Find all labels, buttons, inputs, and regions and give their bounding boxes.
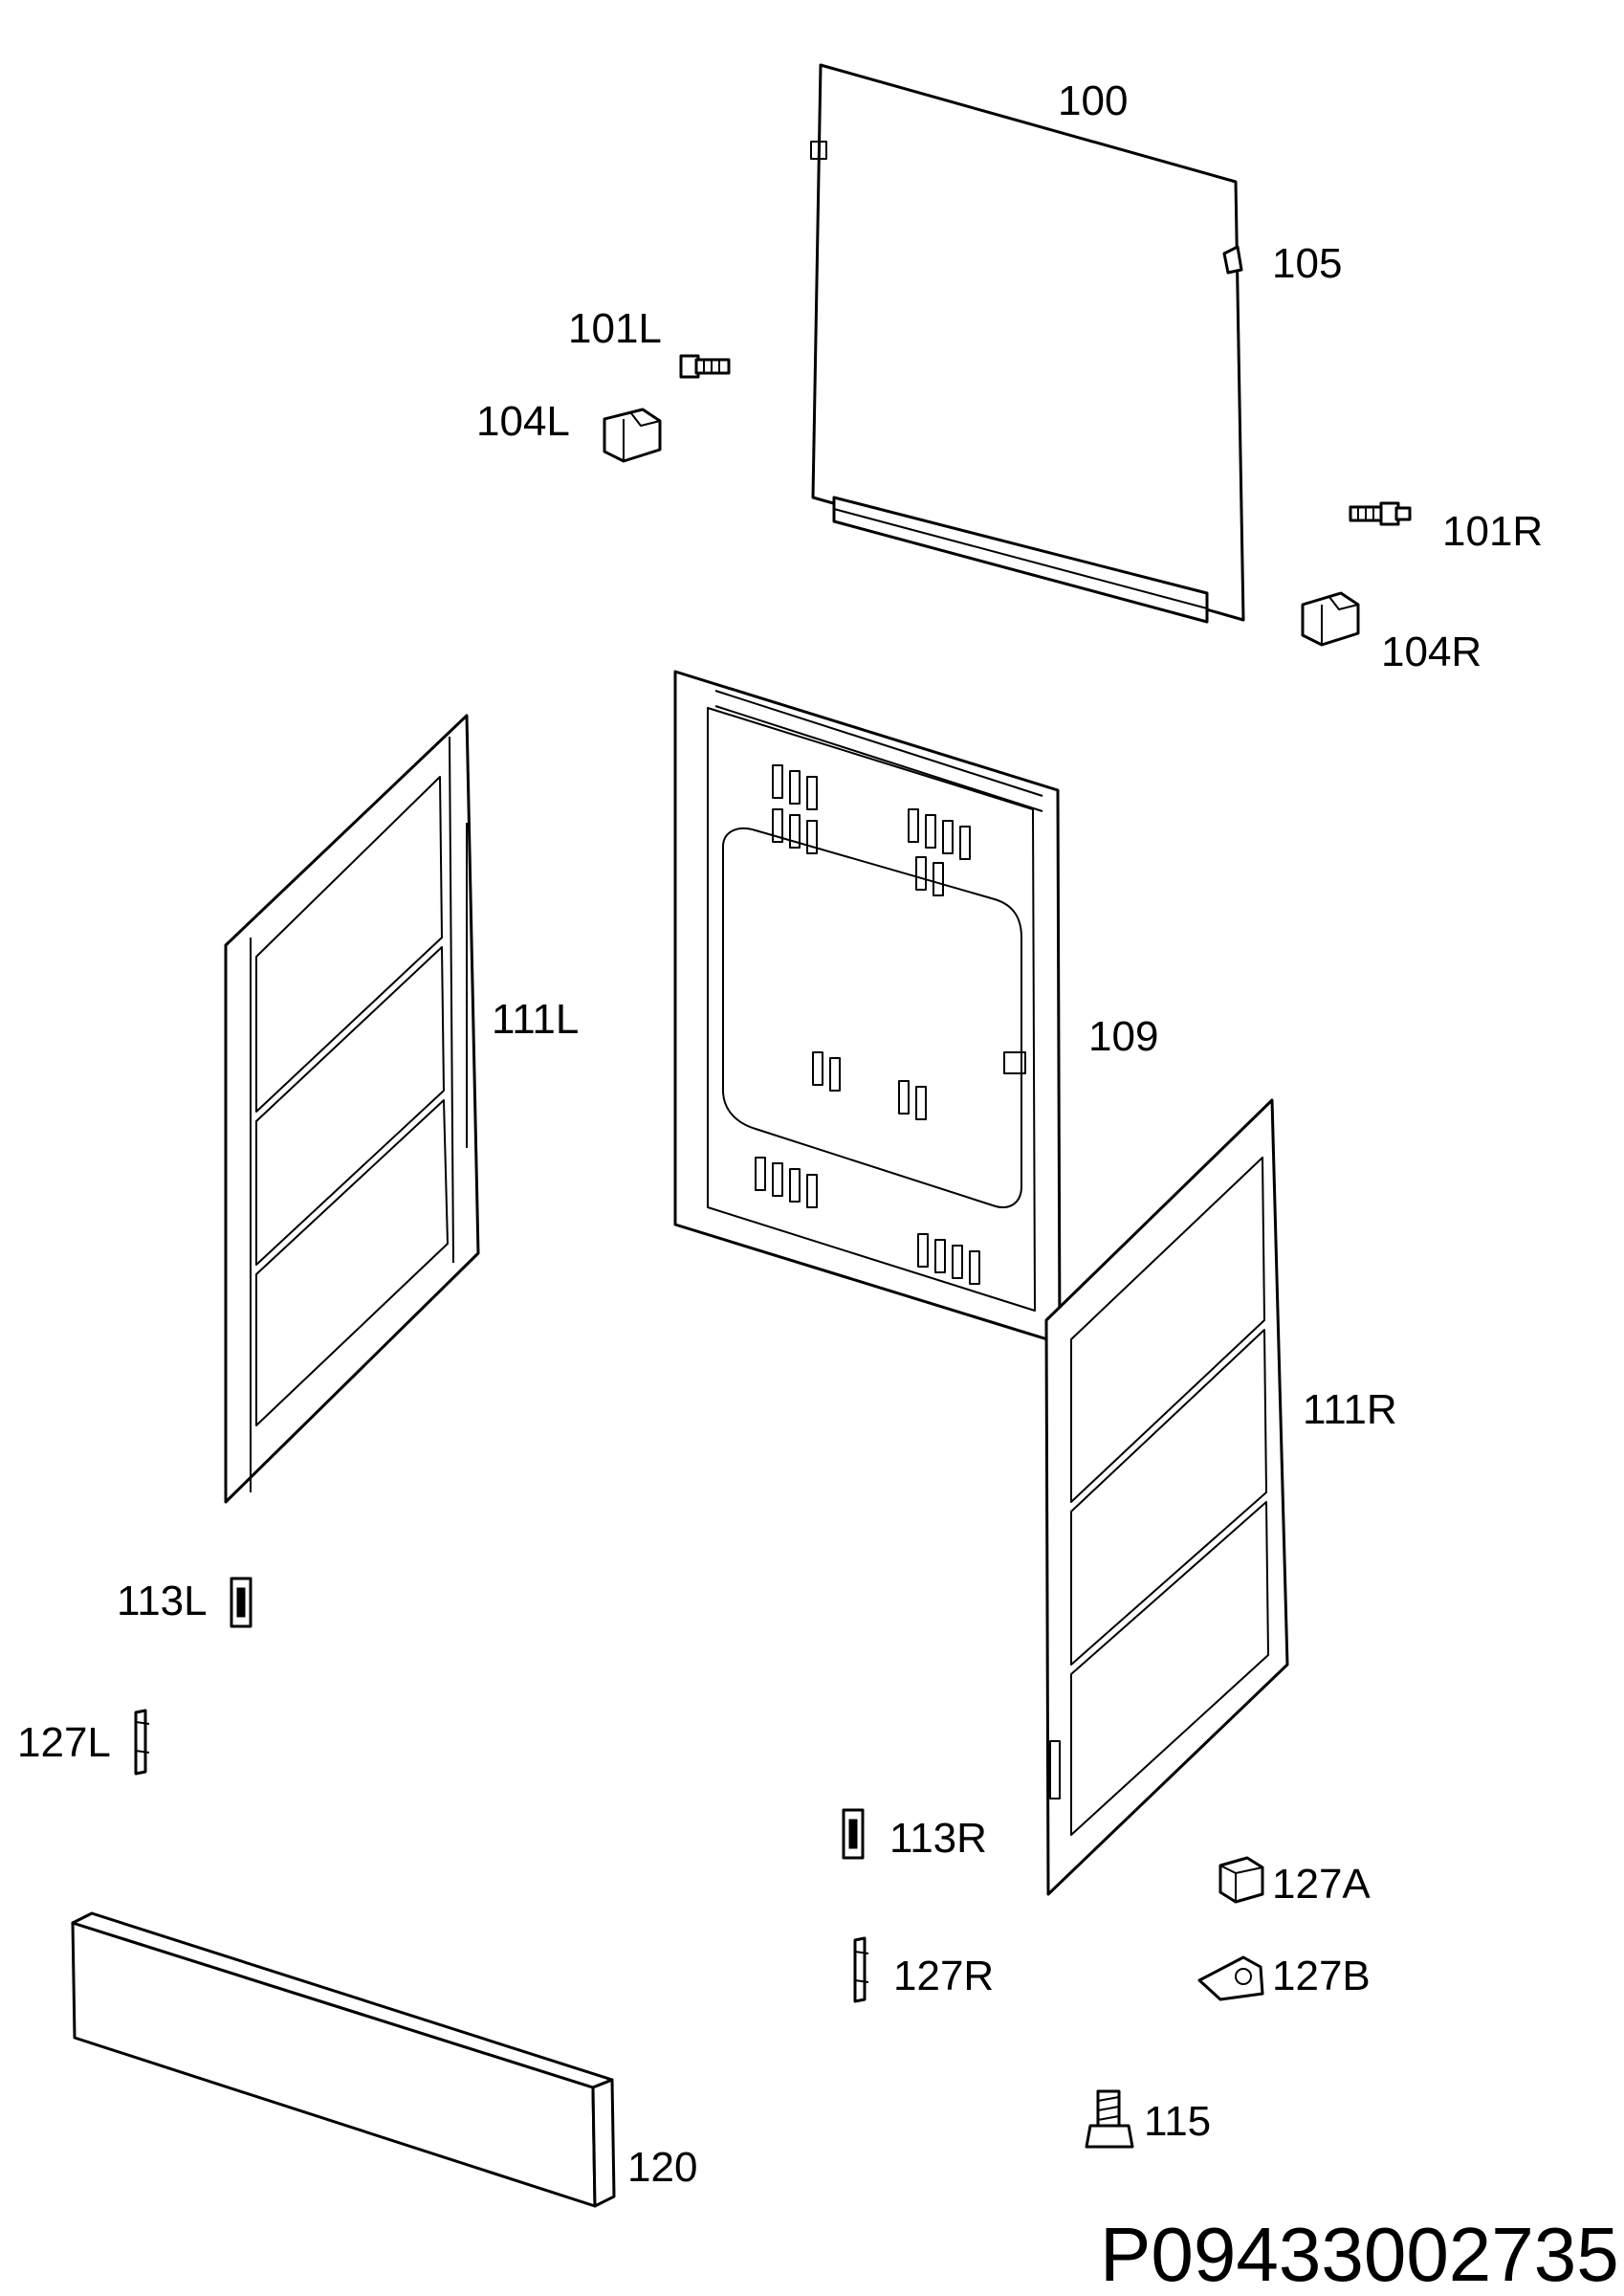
part-127B-bracket [1197, 1955, 1264, 2001]
label-127R: 127R [893, 1953, 994, 1999]
label-104L: 104L [476, 398, 570, 445]
label-109: 109 [1088, 1013, 1158, 1060]
part-113R-clip [842, 1808, 865, 1860]
part-111L-left-side-panel [224, 714, 480, 1504]
part-104L-hinge-cap [603, 408, 662, 463]
label-104R: 104R [1381, 629, 1481, 675]
label-127L: 127L [17, 1719, 111, 1766]
label-101L: 101L [568, 305, 662, 352]
reference-code: P09433002735 [1100, 2212, 1619, 2296]
part-127A-block [1218, 1856, 1264, 1904]
part-104R-hinge-cap [1301, 591, 1360, 647]
part-101L-screw [679, 354, 731, 379]
label-101R: 101R [1442, 508, 1543, 555]
label-111L: 111L [492, 996, 579, 1043]
part-120-plinth [71, 1911, 616, 2208]
part-100-top-panel [810, 63, 1245, 624]
part-109-rear-panel [673, 670, 1062, 1345]
part-127L-bracket [134, 1709, 150, 1776]
part-111R-right-side-panel [1044, 1098, 1289, 1896]
vent-slots [755, 764, 1026, 1285]
label-105: 105 [1272, 240, 1342, 287]
label-127A: 127A [1272, 1861, 1371, 1908]
label-127B: 127B [1272, 1953, 1371, 1999]
label-113L: 113L [117, 1578, 208, 1624]
label-111R: 111R [1303, 1386, 1397, 1433]
label-100: 100 [1058, 77, 1128, 124]
label-120: 120 [627, 2144, 697, 2191]
part-101R-screw [1349, 501, 1412, 526]
part-113L-clip [230, 1577, 252, 1628]
label-115: 115 [1144, 2098, 1211, 2145]
part-127R-bracket [853, 1936, 869, 2003]
part-115-adjustable-foot [1085, 2089, 1134, 2149]
label-113R: 113R [889, 1815, 987, 1862]
